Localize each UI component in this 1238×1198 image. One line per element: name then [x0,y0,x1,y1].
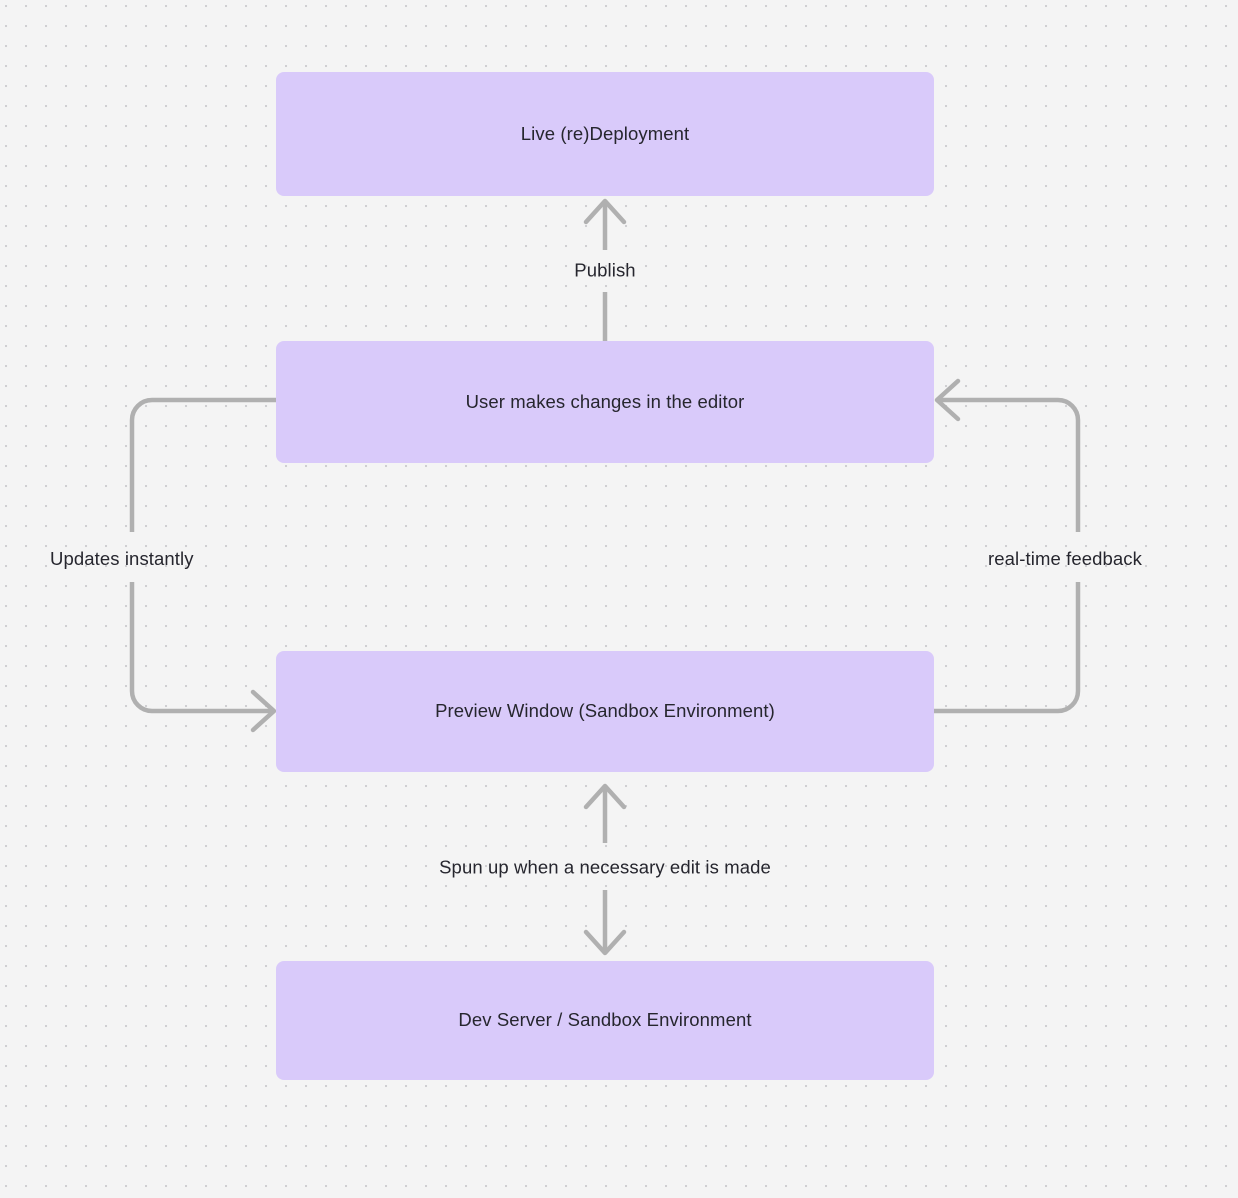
node-dev-server[interactable]: Dev Server / Sandbox Environment [276,961,934,1080]
node-label: Live (re)Deployment [520,122,690,144]
edge-label-real-time-feedback: real-time feedback [988,548,1142,569]
edge-label-updates-instantly: Updates instantly [50,548,194,569]
edge-real-time-feedback [934,378,1081,714]
arrowhead-up [583,783,627,810]
node-label: Preview Window (Sandbox Environment) [435,700,775,722]
arrowhead-left [934,378,961,422]
arrowhead-down [583,929,627,956]
arrowhead-right [250,689,277,733]
edge-label-publish: Publish [574,259,636,281]
node-preview-window[interactable]: Preview Window (Sandbox Environment) [276,651,934,772]
edge-label-spun-up: Spun up when a necessary edit is made [439,856,771,878]
arrowhead-up [583,198,627,225]
node-user-edits[interactable]: User makes changes in the editor [276,341,934,463]
node-label: User makes changes in the editor [465,390,745,412]
node-label: Dev Server / Sandbox Environment [458,1009,752,1031]
node-live-deployment[interactable]: Live (re)Deployment [276,72,934,196]
